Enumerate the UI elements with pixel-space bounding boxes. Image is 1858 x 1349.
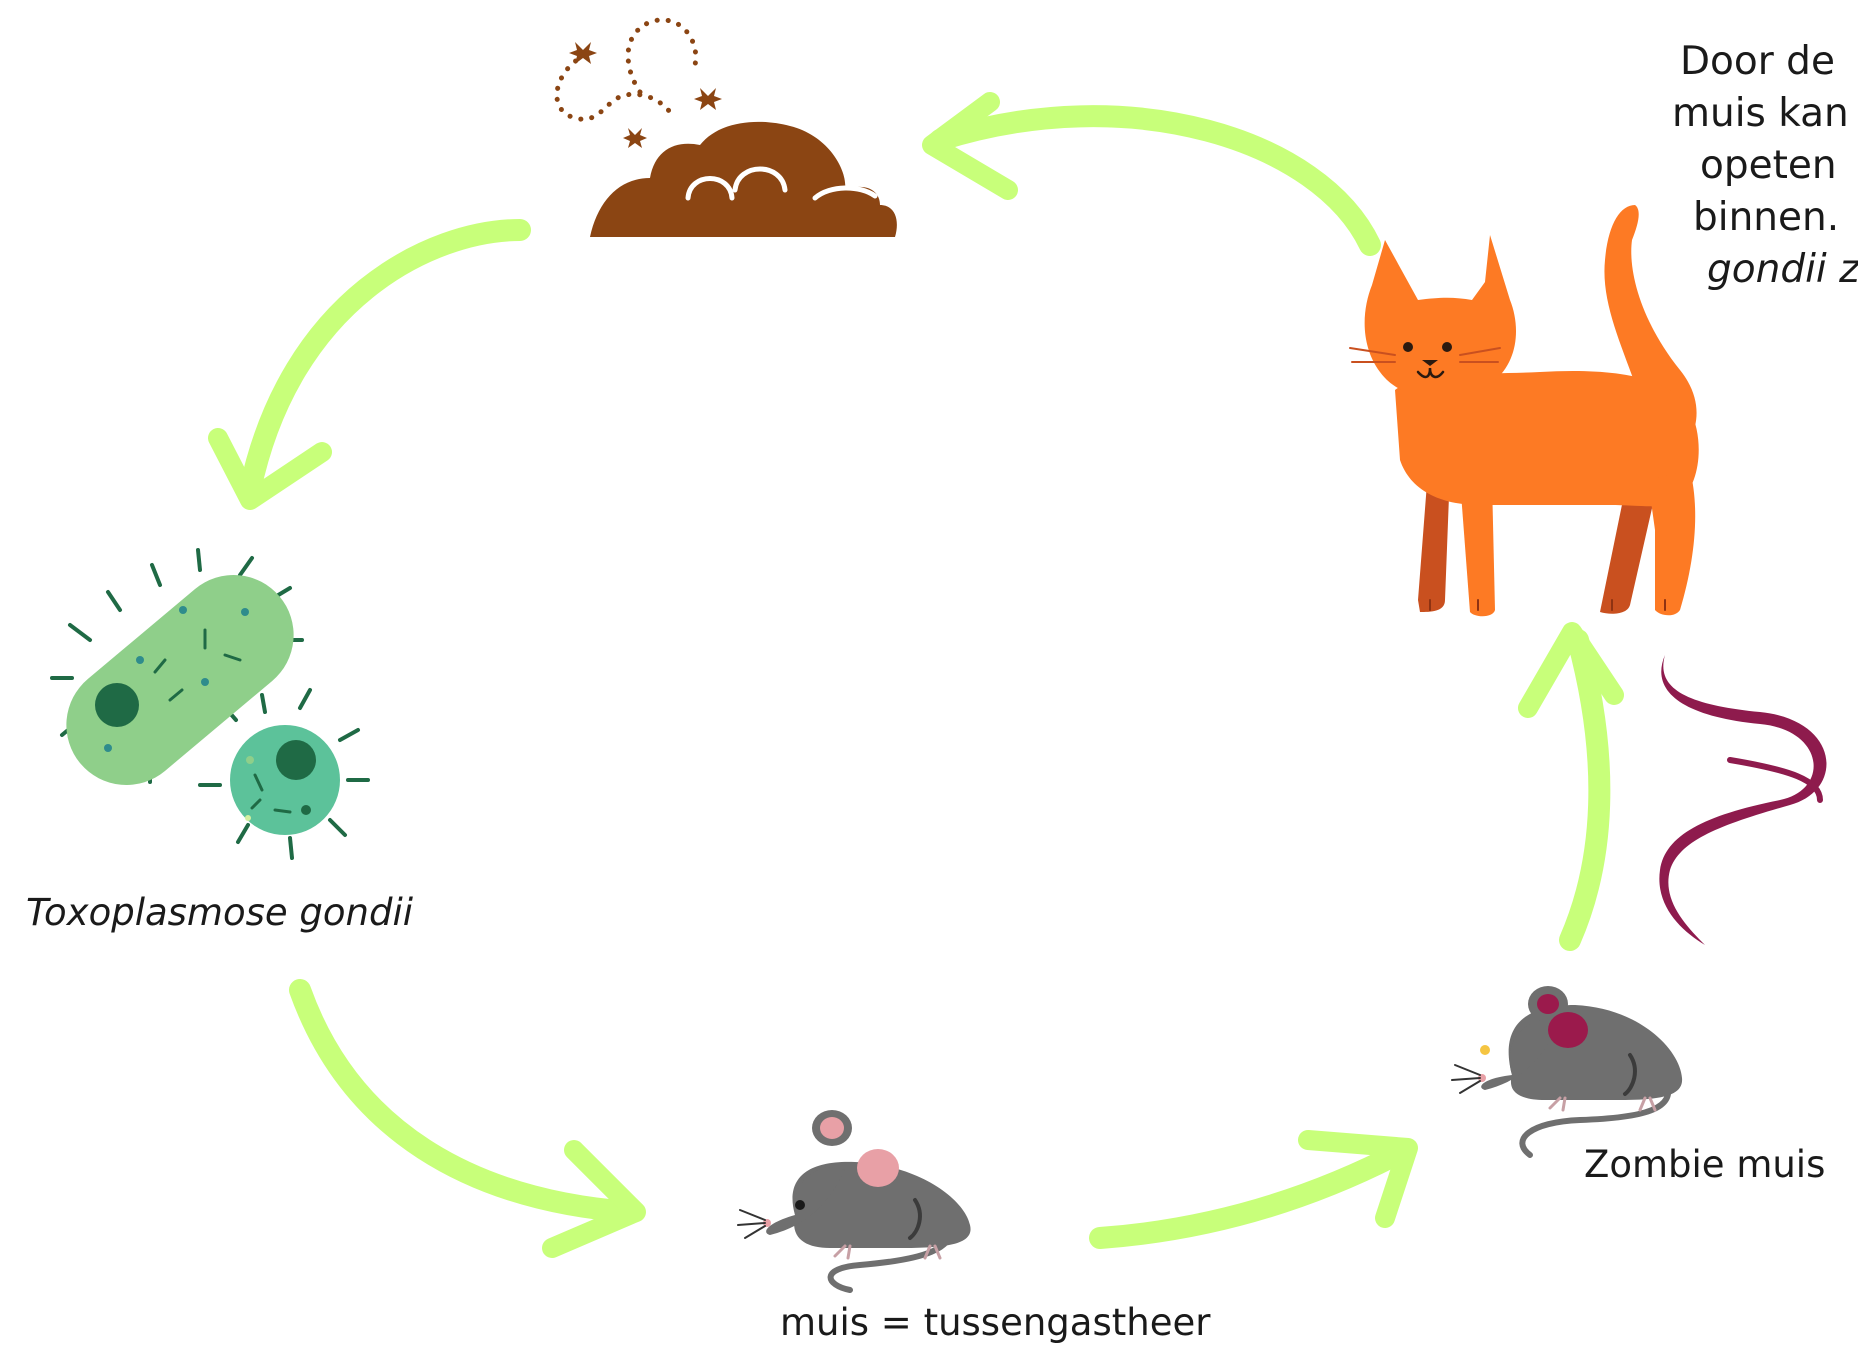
zombie-mouse-icon xyxy=(1451,986,1683,1158)
bacteria-icon xyxy=(50,548,370,860)
arrow-bacteria-to-mouse xyxy=(289,979,646,1258)
mouse-host-label: muis = tussengastheer xyxy=(780,1301,1211,1344)
parasite-label: Toxoplasmose gondii xyxy=(26,891,414,934)
side-text-line-1: Door de xyxy=(1680,39,1835,84)
side-text-line-5: gondii z xyxy=(1707,247,1858,292)
side-text-line-3: opeten xyxy=(1700,143,1837,188)
cat-icon xyxy=(1349,205,1699,617)
arrow-mouse-to-zombie xyxy=(1089,1130,1418,1249)
arrow-cat-to-soil xyxy=(922,92,1381,256)
arrow-soil-to-bacteria xyxy=(208,219,531,510)
side-text-line-2: muis kan xyxy=(1672,91,1849,136)
side-explanation-text: Door de muis kan opeten binnen. gondii z xyxy=(1640,36,1858,296)
soil-with-larvae-icon xyxy=(554,17,897,237)
mouse-icon xyxy=(737,1110,971,1293)
arrow-zombie-to-cat xyxy=(1518,622,1624,951)
zombie-mouse-label: Zombie muis xyxy=(1584,1143,1826,1186)
smell-wave-icon xyxy=(1659,655,1827,945)
side-text-line-4: binnen. xyxy=(1693,195,1840,240)
